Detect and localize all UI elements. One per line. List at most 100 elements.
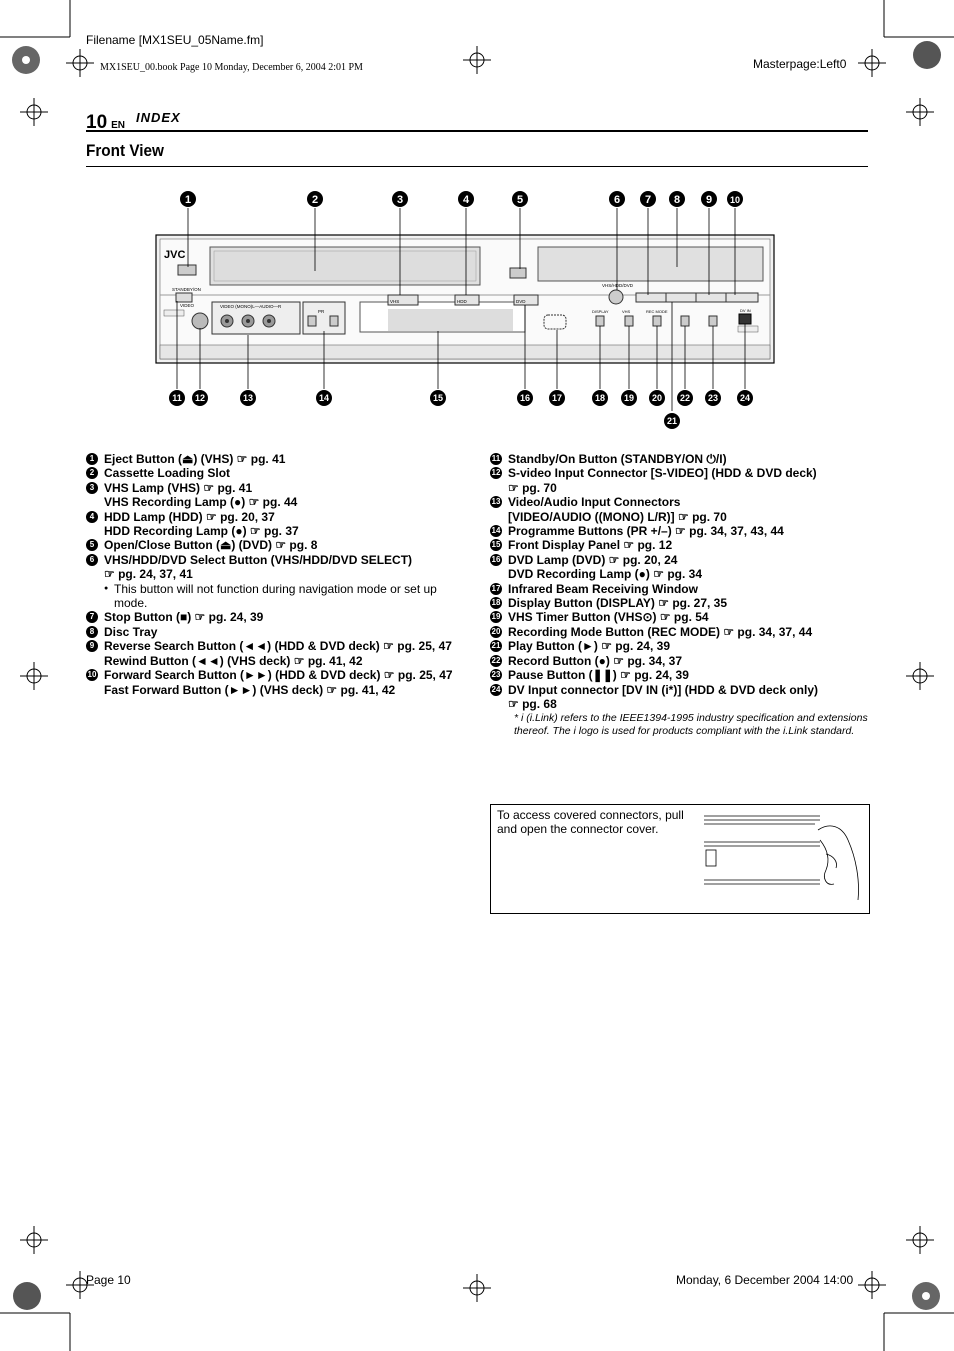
index-item: 18 Display Button (DISPLAY) ☞ pg. 27, 35 xyxy=(490,596,870,610)
index-item: 23 Pause Button (❚❚) ☞ pg. 24, 39 xyxy=(490,668,870,682)
index-text: DVD Recording Lamp (●) ☞ pg. 34 xyxy=(508,567,703,582)
index-text: VHS Recording Lamp (●) ☞ pg. 44 xyxy=(104,495,298,510)
index-number: 8 xyxy=(86,625,98,638)
svg-text:VHS: VHS xyxy=(622,309,631,314)
index-number: 4 xyxy=(86,510,98,523)
index-item: 12 S-video Input Connector [S-VIDEO] (HDD… xyxy=(490,466,870,495)
tip-box xyxy=(490,804,870,914)
index-text: Video/Audio Input Connectors xyxy=(508,495,681,510)
title-rule xyxy=(86,166,868,167)
svg-text:VHS/HDD/DVD: VHS/HDD/DVD xyxy=(602,283,634,288)
index-number: 23 xyxy=(490,669,502,682)
svg-text:1: 1 xyxy=(185,194,191,206)
index-text: DVD Lamp (DVD) ☞ pg. 20, 24 xyxy=(508,552,678,567)
index-item: 6 VHS/HDD/DVD Select Button (VHS/HDD/DVD … xyxy=(86,553,466,582)
index-text: Programme Buttons (PR +/–) ☞ pg. 34, 37,… xyxy=(508,524,784,539)
index-text: S-video Input Connector [S-VIDEO] (HDD &… xyxy=(508,466,817,481)
header-rule xyxy=(86,130,868,132)
index-number: 21 xyxy=(490,640,502,653)
index-number: 16 xyxy=(490,553,502,566)
index-number: 22 xyxy=(490,654,502,667)
index-note: This button will not function during nav… xyxy=(86,582,466,611)
svg-text:2: 2 xyxy=(312,194,318,206)
svg-text:VIDEO: VIDEO xyxy=(180,303,195,308)
index-text: VHS/HDD/DVD Select Button (VHS/HDD/DVD S… xyxy=(104,552,413,567)
index-item: 22 Record Button (●) ☞ pg. 34, 37 xyxy=(490,654,870,668)
svg-text:6: 6 xyxy=(614,194,620,206)
brand-logo: JVC xyxy=(164,249,185,261)
crop-circle-icon xyxy=(12,41,941,1310)
index-text: Reverse Search Button (◄◄) (HDD & DVD de… xyxy=(104,639,452,654)
header-masterpage: Masterpage:Left0 xyxy=(753,57,847,71)
svg-text:REC MODE: REC MODE xyxy=(646,309,668,314)
svg-text:18: 18 xyxy=(595,393,605,403)
footer-page: Page 10 xyxy=(86,1273,131,1287)
index-item: 14 Programme Buttons (PR +/–) ☞ pg. 34, 3… xyxy=(490,524,870,538)
index-text: [VIDEO/AUDIO ((MONO) L/R)] ☞ pg. 70 xyxy=(508,509,727,524)
svg-text:VIDEO (MONO)L—AUDIO—R: VIDEO (MONO)L—AUDIO—R xyxy=(220,304,282,309)
index-text: VHS Timer Button (VHS⊙) ☞ pg. 54 xyxy=(508,610,709,625)
index-number: 13 xyxy=(490,496,502,509)
index-text: ☞ pg. 24, 37, 41 xyxy=(104,567,193,582)
svg-text:14: 14 xyxy=(319,393,329,403)
index-number: 9 xyxy=(86,640,98,653)
index-text: Pause Button (❚❚) ☞ pg. 24, 39 xyxy=(508,668,689,683)
crosshair-icon xyxy=(20,46,934,1302)
index-number: 6 xyxy=(86,553,98,566)
index-item: 9 Reverse Search Button (◄◄) (HDD & DVD d… xyxy=(86,639,466,668)
index-number: 3 xyxy=(86,481,98,494)
svg-text:VHS: VHS xyxy=(390,299,399,304)
index-text: Standby/On Button (STANDBY/ON ⏻/I) xyxy=(508,452,727,466)
index-text: Display Button (DISPLAY) ☞ pg. 27, 35 xyxy=(508,596,728,611)
svg-text:7: 7 xyxy=(645,194,651,206)
index-text: Rewind Button (◄◄) (VHS deck) ☞ pg. 41, … xyxy=(104,653,363,668)
index-number: 12 xyxy=(490,467,502,480)
svg-text:16: 16 xyxy=(520,393,530,403)
index-text: ☞ pg. 70 xyxy=(508,480,557,495)
svg-text:12: 12 xyxy=(195,393,205,403)
footer-date: Monday, 6 December 2004 14:00 xyxy=(676,1273,854,1287)
svg-text:24: 24 xyxy=(740,393,750,403)
footnote: * i (i.Link) refers to the IEEE1394-1995… xyxy=(514,712,868,737)
tip-text: To access covered connectors, pull and o… xyxy=(497,808,684,836)
svg-text:DV IN: DV IN xyxy=(740,308,751,313)
section-name: INDEX xyxy=(136,110,181,125)
index-text: Open/Close Button (⏏) (DVD) ☞ pg. 8 xyxy=(104,538,318,553)
index-number: 14 xyxy=(490,525,502,538)
index-number: 18 xyxy=(490,597,502,610)
svg-text:15: 15 xyxy=(433,393,443,403)
svg-text:8: 8 xyxy=(674,194,680,206)
index-number: 11 xyxy=(490,453,502,465)
index-text: Front Display Panel ☞ pg. 12 xyxy=(508,538,673,553)
page-lang: EN xyxy=(111,120,126,131)
svg-text:STANDBY/ON: STANDBY/ON xyxy=(172,287,201,292)
svg-text:5: 5 xyxy=(517,194,523,206)
svg-text:DVD: DVD xyxy=(516,299,526,304)
connector-cover-illustration xyxy=(704,815,859,901)
index-number: 10 xyxy=(86,669,98,682)
index-text: Record Button (●) ☞ pg. 34, 37 xyxy=(508,653,683,668)
index-text: Play Button (►) ☞ pg. 24, 39 xyxy=(508,639,670,654)
index-text: VHS Lamp (VHS) ☞ pg. 41 xyxy=(104,480,253,495)
svg-text:19: 19 xyxy=(624,393,634,403)
header-filename: Filename [MX1SEU_05Name.fm] xyxy=(86,33,264,47)
index-text: ☞ pg. 68 xyxy=(508,696,557,711)
svg-text:22: 22 xyxy=(680,393,690,403)
index-number: 17 xyxy=(490,582,502,595)
svg-text:9: 9 xyxy=(706,194,712,206)
index-number: 5 xyxy=(86,539,98,552)
index-number: 19 xyxy=(490,611,502,624)
